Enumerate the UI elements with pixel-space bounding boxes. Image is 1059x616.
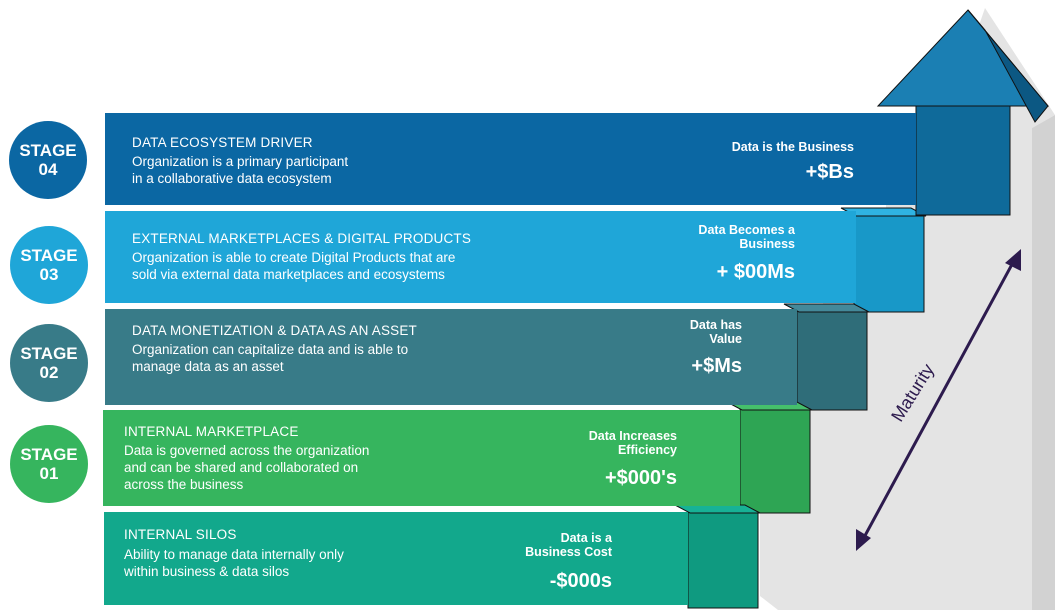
stage-description: Organization can capitalize data and is …: [132, 342, 409, 374]
arrow-head-side: [967, 9, 1049, 123]
stage-title: INTERNAL MARKETPLACE: [124, 424, 299, 439]
stage-band-1: INTERNAL MARKETPLACE Data is governed ac…: [103, 410, 740, 506]
badge-number: 03: [39, 265, 59, 284]
badge-word: STAGE: [20, 344, 78, 363]
value-amount: +$000's: [604, 467, 677, 489]
riser-stage3: [853, 211, 925, 313]
stage-title: EXTERNAL MARKETPLACES & DIGITAL PRODUCTS: [132, 231, 472, 246]
stage-description: Organization is a primary participant in…: [132, 154, 349, 186]
riser-stage2: [796, 306, 868, 411]
arrow-shaft: [915, 104, 1011, 216]
stage-badge-3: STAGE 03: [10, 226, 88, 304]
badge-word: STAGE: [20, 445, 78, 464]
stage-badge-4: STAGE 04: [9, 121, 87, 199]
stage-title: DATA MONETIZATION & DATA AS AN ASSET: [132, 323, 418, 338]
stage-band-4: DATA ECOSYSTEM DRIVER Organization is a …: [105, 113, 916, 205]
stage-title: DATA ECOSYSTEM DRIVER: [132, 135, 313, 150]
wall-shade: [1032, 115, 1055, 610]
riser-stage1: [739, 404, 811, 514]
value-heading: Data is a Business Cost: [525, 531, 612, 559]
riser-silo: [687, 509, 759, 609]
stage-band-3: EXTERNAL MARKETPLACES & DIGITAL PRODUCTS…: [105, 211, 856, 303]
value-heading: Data Increases Efficiency: [588, 429, 677, 457]
badge-word: STAGE: [20, 246, 78, 265]
value-heading: Data Becomes a Business: [698, 223, 795, 251]
value-amount: +$Bs: [805, 161, 854, 183]
value-amount: -$000s: [549, 570, 612, 592]
stage-description: Data is governed across the organization…: [124, 443, 370, 492]
value-amount: + $00Ms: [716, 261, 795, 283]
stage-description: Ability to manage data internally only w…: [124, 547, 344, 579]
badge-number: 01: [39, 464, 59, 483]
value-heading: Data has Value: [689, 318, 742, 346]
badge-word: STAGE: [19, 141, 77, 160]
badge-number: 02: [39, 363, 59, 382]
stage-badge-2: STAGE 02: [10, 324, 88, 402]
stage-badge-1: STAGE 01: [10, 425, 88, 503]
internal-silos-band: INTERNAL SILOS Ability to manage data in…: [104, 512, 688, 605]
stage-description: Organization is able to create Digital P…: [132, 250, 456, 282]
stage-band-2: DATA MONETIZATION & DATA AS AN ASSET Org…: [105, 309, 797, 405]
stage-title: INTERNAL SILOS: [124, 527, 237, 542]
value-amount: +$Ms: [691, 355, 742, 377]
badge-number: 04: [38, 160, 58, 179]
value-heading: Data is the Business: [731, 140, 854, 154]
